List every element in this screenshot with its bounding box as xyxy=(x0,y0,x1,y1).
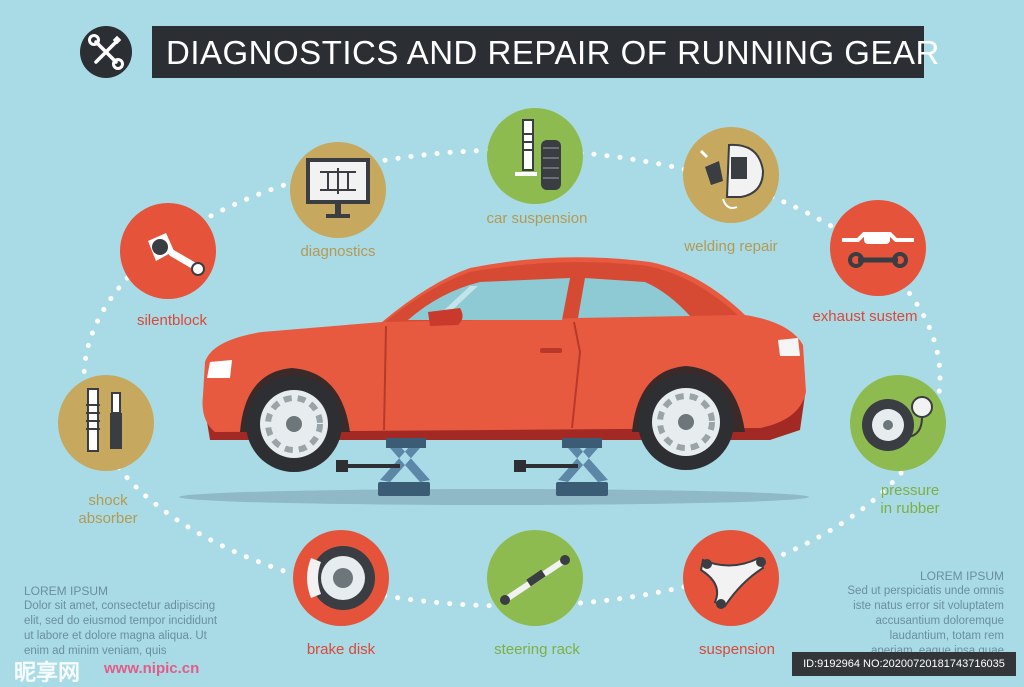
steering-rack-icon xyxy=(500,555,570,605)
service-welding-repair xyxy=(683,127,779,223)
label-brake-disk: brake disk xyxy=(306,641,376,658)
shock-absorber-icon xyxy=(86,388,122,452)
rear-wheel xyxy=(638,374,734,470)
lorem-left-line: elit, sed do eiusmod tempor incididunt xyxy=(24,615,218,627)
watermark-brand: 昵享网 xyxy=(14,660,81,685)
service-brake-disk xyxy=(293,530,389,626)
silentblock-icon xyxy=(148,233,205,276)
label-suspension: suspension xyxy=(699,641,775,658)
label-steering-rack: steering rack xyxy=(494,641,580,658)
service-steering-rack xyxy=(487,530,583,626)
label-silentblock: silentblock xyxy=(136,312,208,329)
service-shock-absorber xyxy=(58,375,154,471)
lorem-left-line: ut labore et dolore magna aliqua. Ut xyxy=(24,630,207,642)
service-diagnostics xyxy=(290,142,386,238)
tools-badge xyxy=(80,26,132,78)
welding-mask-icon xyxy=(699,143,765,209)
watermark-id: ID:9192964 NO:20200720181743716035 xyxy=(792,652,1016,676)
service-car-suspension xyxy=(487,108,583,204)
label-exhaust-sustem: exhaust sustem xyxy=(812,308,918,325)
lorem-left-title: LOREM IPSUM xyxy=(24,584,109,598)
car-suspension-icon xyxy=(515,119,561,190)
diagnostics-monitor-icon xyxy=(306,158,370,218)
page-title: DIAGNOSTICS AND REPAIR OF RUNNING GEAR xyxy=(166,34,940,71)
lorem-left-body: Dolor sit amet, consectetur adipiscing e… xyxy=(24,599,274,659)
front-wheel xyxy=(246,376,342,472)
jack-right xyxy=(514,438,608,496)
lorem-right-title: LOREM IPSUM xyxy=(919,569,1004,583)
label-diagnostics: diagnostics xyxy=(300,243,376,260)
watermark-url: www.nipic.cn xyxy=(104,660,200,677)
suspension-arm-icon xyxy=(699,556,766,609)
service-pressure-in-rubber xyxy=(850,375,946,471)
lorem-right-line: Sed ut perspiciatis unde omnis xyxy=(847,585,1004,597)
exhaust-wrench-icon xyxy=(842,232,914,268)
service-suspension xyxy=(683,530,779,626)
label-car-suspension: car suspension xyxy=(486,210,588,227)
tire-pressure-icon xyxy=(862,396,933,451)
label-welding-repair: welding repair xyxy=(684,238,778,255)
service-exhaust-sustem xyxy=(830,200,926,296)
lorem-right-line: laudantium, totam rem xyxy=(889,630,1004,642)
label-shock-absorber: shock absorber xyxy=(78,492,138,527)
lorem-right-line: accusantium doloremque xyxy=(875,615,1005,627)
lorem-left-line: enim ad minim veniam, quis xyxy=(24,645,167,657)
lorem-left-line: Dolor sit amet, consectetur adipiscing xyxy=(24,600,216,612)
wrench-screwdriver-icon xyxy=(88,34,124,70)
jack-left xyxy=(336,438,430,496)
label-pressure-in-rubber: pressure in rubber xyxy=(880,482,940,517)
lorem-right-line: iste natus error sit voluptatem xyxy=(853,600,1004,612)
title-bar xyxy=(152,26,924,78)
lorem-right-body: Sed ut perspiciatis unde omnis iste natu… xyxy=(780,584,1004,659)
service-silentblock xyxy=(120,203,216,299)
brake-disk-icon xyxy=(307,546,375,610)
